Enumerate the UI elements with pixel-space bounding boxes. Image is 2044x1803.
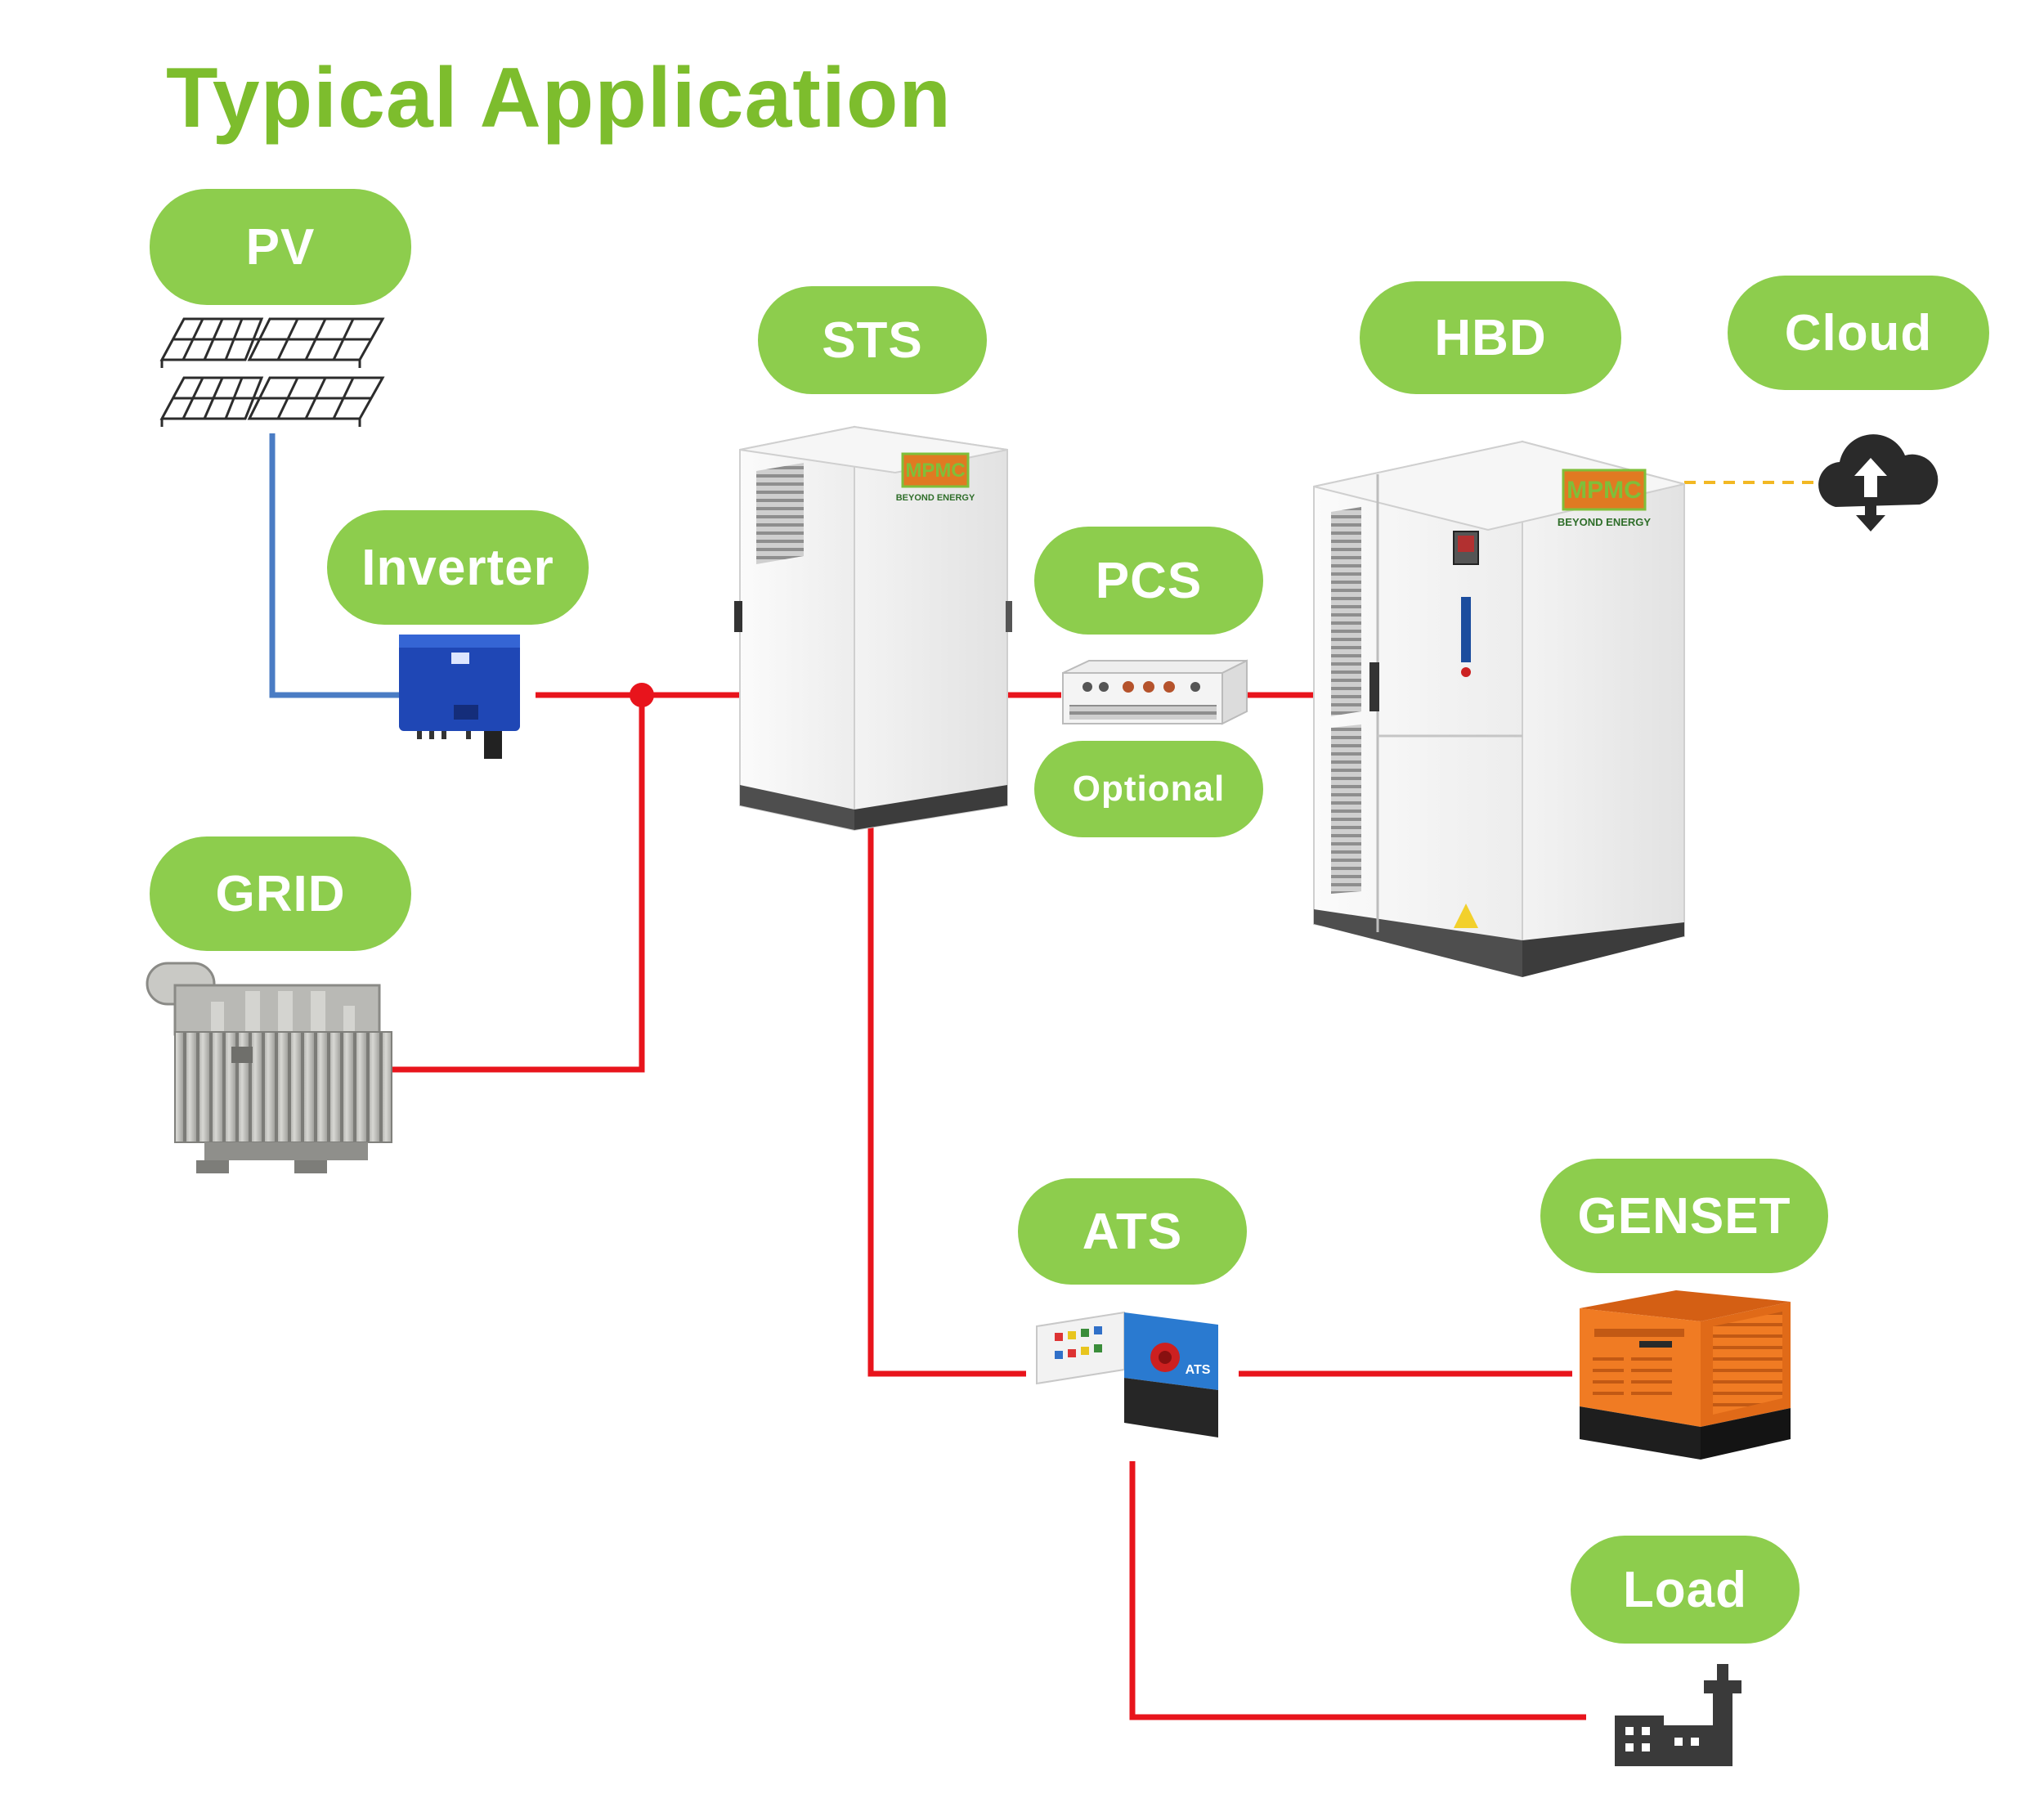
sts-logo: MPMC [905,460,965,482]
sts-cabinet-icon: MPMC BEYOND ENERGY [734,425,1012,832]
label-sts: STS [758,286,987,394]
label-ats: ATS [1018,1178,1247,1285]
solar-panel-icon [159,317,385,427]
dc-line-pv-inverter [269,433,401,698]
ats-switch-icon: ATS [1036,1311,1218,1437]
building-load-icon [1615,1664,1741,1766]
line-grid-junction [392,695,645,1073]
label-inverter: Inverter [327,510,589,625]
line-sts-ats [867,826,1026,1377]
label-hbd: HBD [1360,281,1621,394]
label-genset: GENSET [1540,1159,1828,1273]
label-grid: GRID [150,836,411,951]
label-load: Load [1571,1536,1800,1644]
hbd-cabinet-icon: MPMC BEYOND ENERGY [1313,440,1685,977]
ats-device-label: ATS [1186,1363,1211,1377]
page-title: Typical Application [166,51,952,146]
hbd-tagline: BEYOND ENERGY [1558,516,1651,528]
pcs-unit-icon [1062,659,1248,725]
hbd-logo: MPMC [1567,477,1642,504]
label-pcs: PCS [1034,527,1263,635]
label-cloud: Cloud [1728,276,1989,390]
junction-node [630,683,654,707]
power-lines [392,692,1586,1720]
line-ats-load [1129,1461,1586,1720]
label-pv: PV [150,189,411,305]
label-optional: Optional [1034,741,1263,837]
sts-tagline: BEYOND ENERGY [896,493,975,503]
transformer-icon [146,962,392,1173]
inverter-icon [399,635,520,759]
cloud-sync-icon [1818,434,1939,531]
genset-icon [1580,1290,1791,1460]
